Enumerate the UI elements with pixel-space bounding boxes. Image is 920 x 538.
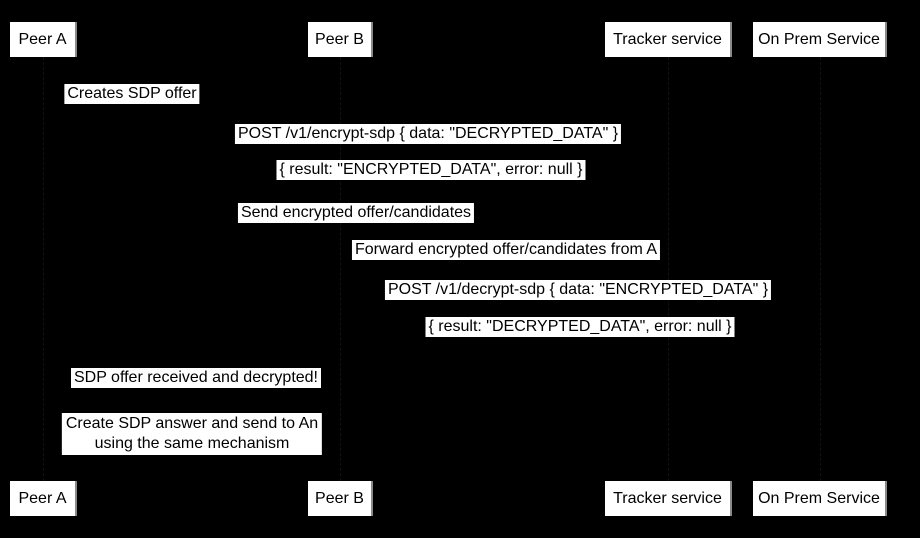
lifeline-tracker-service (668, 57, 669, 481)
message-decrypt-result: { result: "DECRYPTED_DATA", error: null … (425, 317, 735, 337)
participant-tracker-service-bottom: Tracker service (605, 481, 732, 516)
lifeline-peer-b (340, 57, 341, 481)
lifeline-on-prem-service (820, 57, 821, 481)
message-sdp-offer-received: SDP offer received and decrypted! (71, 368, 321, 388)
participant-peer-a-top: Peer A (10, 22, 77, 57)
participant-peer-b-top: Peer B (308, 22, 373, 57)
participant-on-prem-service-bottom: On Prem Service (753, 481, 887, 516)
message-post-decrypt-sdp: POST /v1/decrypt-sdp { data: "ENCRYPTED_… (384, 280, 772, 300)
participant-peer-b-bottom: Peer B (308, 481, 373, 516)
lifeline-peer-a (43, 57, 44, 481)
message-encrypt-result: { result: "ENCRYPTED_DATA", error: null … (276, 160, 586, 180)
participant-on-prem-service-top: On Prem Service (753, 22, 887, 57)
participant-tracker-service-top: Tracker service (605, 22, 732, 57)
message-forward-encrypted-offer: Forward encrypted offer/candidates from … (351, 240, 661, 260)
message-post-encrypt-sdp: POST /v1/encrypt-sdp { data: "DECRYPTED_… (234, 124, 622, 144)
message-creates-sdp-offer: Creates SDP offer (64, 84, 200, 104)
note-create-sdp-answer: Create SDP answer and send to An using t… (61, 413, 323, 455)
note-line-1: Create SDP answer and send to An (65, 415, 319, 432)
message-send-encrypted-offer: Send encrypted offer/candidates (237, 203, 475, 223)
note-line-2: using the same mechanism (94, 435, 290, 452)
participant-peer-a-bottom: Peer A (10, 481, 77, 516)
